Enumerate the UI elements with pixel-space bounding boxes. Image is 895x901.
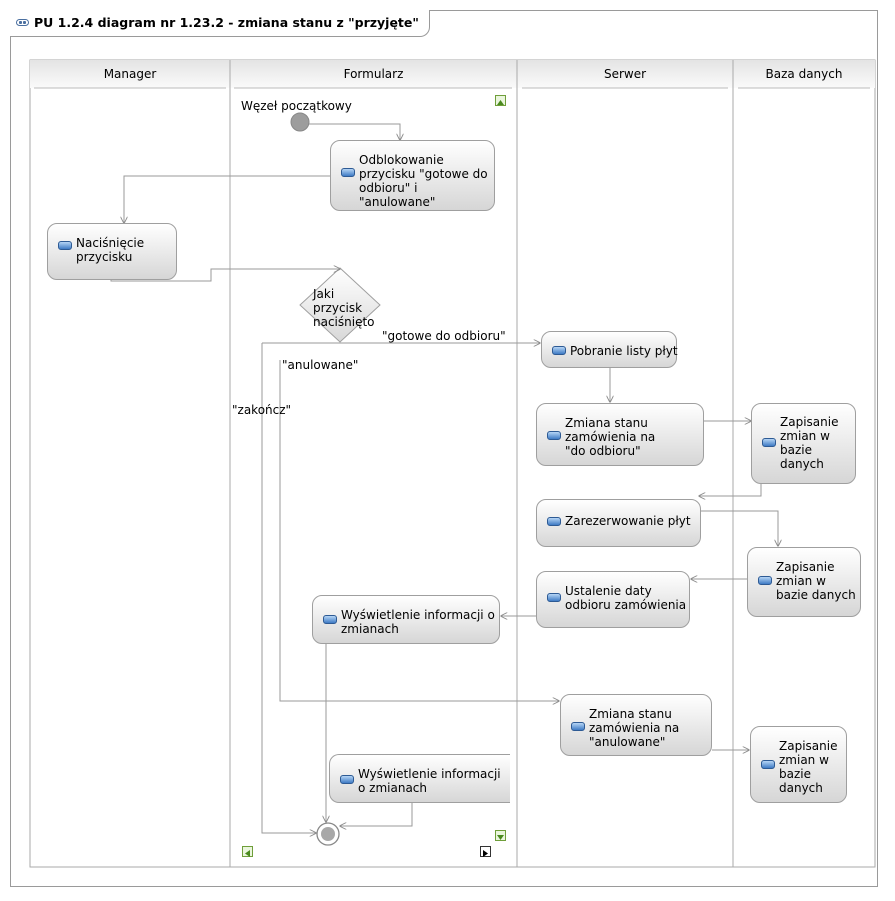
action-label: Wyświetlenie informacji o zmianach <box>341 608 495 636</box>
swimlanes <box>29 59 876 868</box>
action-wyswietlenie-1[interactable]: Wyświetlenie informacji o zmianach <box>312 595 500 644</box>
diagram-title: PU 1.2.4 diagram nr 1.23.2 - zmiana stan… <box>34 15 419 30</box>
action-label: Zapisanie zmian w bazie danych <box>780 415 839 471</box>
guard-zakoncz: "zakończ" <box>232 403 292 417</box>
action-label: Zapisanie zmian w bazie danych <box>779 739 838 795</box>
action-label: Zapisanie zmian w bazie danych <box>776 560 856 602</box>
action-label: Zmiana stanu zamówienia na "anulowane" <box>589 707 680 749</box>
action-zapisanie-2[interactable]: Zapisanie zmian w bazie danych <box>747 547 861 617</box>
lane-serwer: Serwer <box>603 67 647 81</box>
diagram-title-tab[interactable]: PU 1.2.4 diagram nr 1.23.2 - zmiana stan… <box>10 10 430 37</box>
action-label: Ustalenie daty odbioru zamówienia <box>565 584 687 612</box>
action-icon <box>758 576 772 585</box>
action-icon <box>761 760 775 769</box>
action-odblokowanie[interactable]: Odblokowanie przycisku "gotowe do odbior… <box>330 140 495 211</box>
lane-manager: Manager <box>103 67 157 81</box>
action-icon <box>547 593 561 602</box>
action-wyswietlenie-2[interactable]: Wyświetlenie informacji o zmianach <box>329 754 510 803</box>
action-icon <box>58 241 72 250</box>
flow-odblokowanie-nacisniecie <box>124 175 330 223</box>
control-flows <box>110 123 778 833</box>
action-icon <box>323 615 337 624</box>
action-label: Naciśnięcie przycisku <box>76 236 145 264</box>
scroll-up-icon[interactable] <box>495 95 506 106</box>
guard-gotowe: "gotowe do odbioru" <box>382 329 506 343</box>
action-label: Zarezerwowanie płyt <box>565 514 691 528</box>
final-node[interactable] <box>316 822 340 846</box>
decision-node[interactable] <box>299 267 381 343</box>
action-nacisniecie[interactable]: Naciśnięcie przycisku <box>47 223 177 280</box>
action-label: Pobranie listy płyt <box>570 344 678 358</box>
action-icon <box>547 517 561 526</box>
action-label: Zmiana stanu zamówienia na "do odbioru" <box>565 416 656 458</box>
action-pobranie[interactable]: Pobranie listy płyt <box>541 331 678 368</box>
flow-zakoncz-final <box>261 343 316 833</box>
action-zapisanie-3[interactable]: Zapisanie zmian w bazie danych <box>750 726 847 803</box>
action-label: Wyświetlenie informacji o zmianach <box>358 767 501 795</box>
scroll-left-icon[interactable] <box>242 846 253 857</box>
action-ustalenie[interactable]: Ustalenie daty odbioru zamówienia <box>536 571 690 628</box>
action-zmiana-anulowane[interactable]: Zmiana stanu zamówienia na "anulowane" <box>560 694 712 756</box>
initial-node[interactable] <box>290 112 310 132</box>
scroll-down-icon[interactable] <box>495 830 506 841</box>
action-icon <box>571 722 585 731</box>
scroll-right-icon[interactable] <box>480 846 491 857</box>
action-label: Odblokowanie przycisku "gotowe do odbior… <box>359 153 488 209</box>
diagram-frame <box>10 10 878 887</box>
start-node-label: Węzeł początkowy <box>241 99 352 113</box>
lane-formularz: Formularz <box>343 67 404 81</box>
action-icon <box>552 346 566 355</box>
action-zmiana-do-odbioru[interactable]: Zmiana stanu zamówienia na "do odbioru" <box>536 403 704 466</box>
flow-zapisanie1-zarezerwowanie <box>699 484 762 496</box>
action-zapisanie-1[interactable]: Zapisanie zmian w bazie danych <box>751 403 856 484</box>
action-icon <box>762 438 776 447</box>
guard-anulowane: "anulowane" <box>282 358 359 372</box>
action-zarezerwowanie[interactable]: Zarezerwowanie płyt <box>536 499 701 547</box>
flow-wyswietlenie2-final <box>340 803 413 826</box>
flow-anulowane-zmiana <box>279 360 559 701</box>
action-icon <box>340 775 354 784</box>
activity-diagram-icon <box>16 19 29 26</box>
flow-start-odblokowanie <box>309 123 400 140</box>
lane-baza-danych: Baza danych <box>765 67 843 81</box>
decision-label: Jaki przycisk naciśnięto <box>313 287 375 329</box>
action-icon <box>547 431 561 440</box>
action-icon <box>341 168 355 177</box>
flow-zarezerwowanie-zapisanie2 <box>701 510 778 546</box>
